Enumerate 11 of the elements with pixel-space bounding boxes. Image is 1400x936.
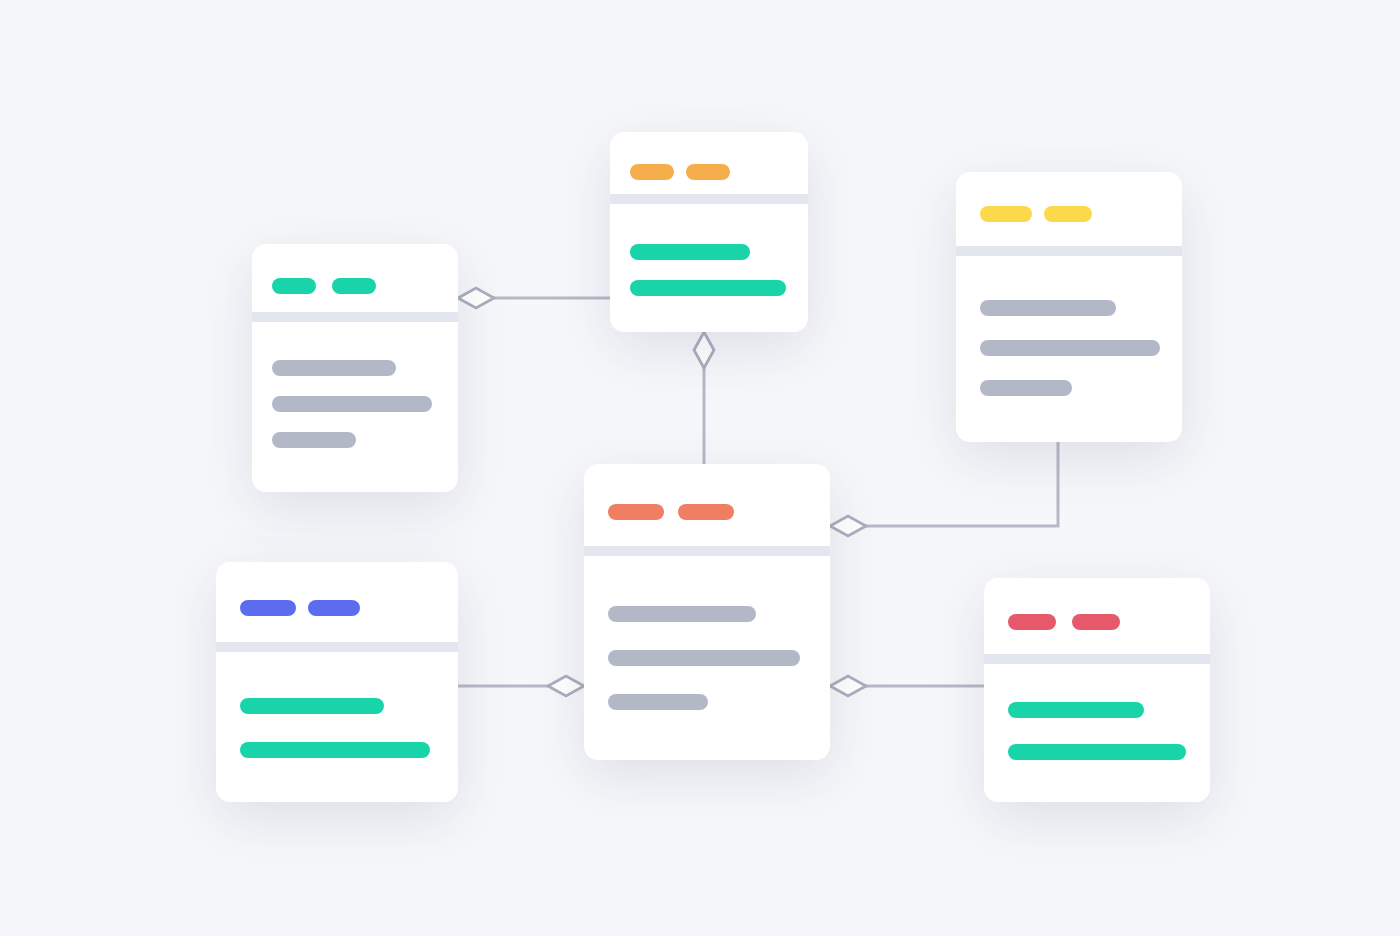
class-card [216, 562, 458, 802]
class-card [610, 132, 808, 332]
connector-line [828, 442, 1060, 538]
connector-line [456, 286, 610, 310]
connector-line [828, 674, 984, 698]
class-card [956, 172, 1182, 442]
connector-line [458, 674, 586, 698]
class-card [984, 578, 1210, 802]
connector-line [692, 330, 716, 464]
class-card [584, 464, 830, 760]
class-card [252, 244, 458, 492]
